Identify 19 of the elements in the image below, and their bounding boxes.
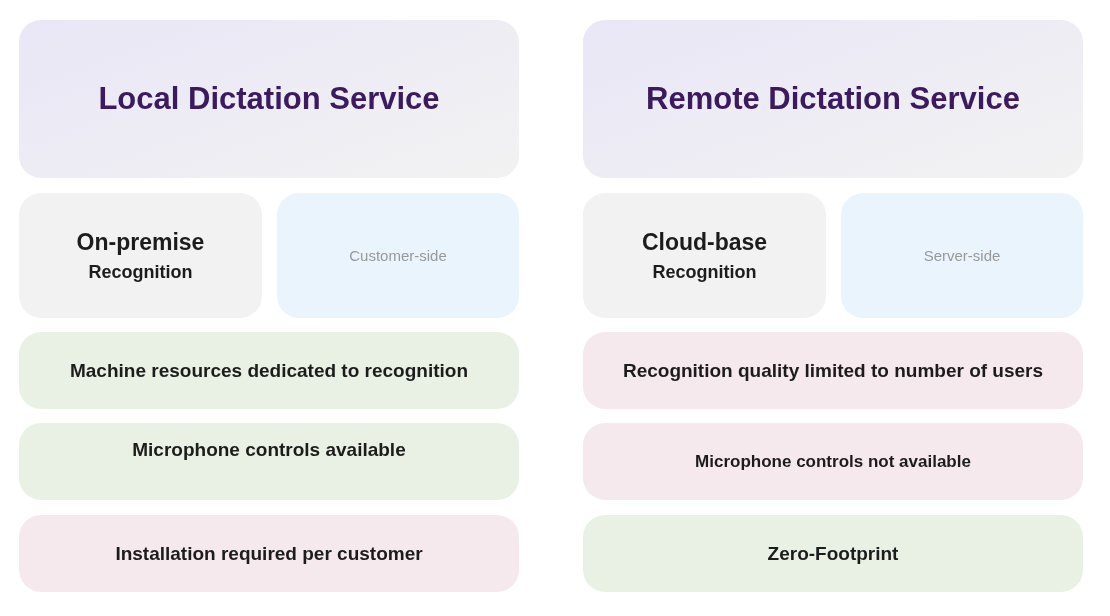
platform-text: Customer-side — [349, 247, 447, 264]
heading-card — [583, 20, 1083, 178]
feature-row — [583, 515, 1083, 592]
feature-text: Recognition — [652, 261, 757, 283]
feature-text: Zero-Footprint — [767, 542, 899, 565]
feature-text: Machine resources dedicated to recognition — [69, 359, 468, 382]
feature-text: Recognition quality limited to number of users — [622, 359, 1044, 382]
feature-row — [19, 332, 519, 409]
heading-text: Remote Dictation Service — [646, 81, 1020, 117]
feature-row — [19, 423, 519, 500]
feature-text: Recognition — [88, 261, 193, 283]
feature-text: Cloud-base — [641, 228, 768, 256]
feature-text: Installation required per customer — [115, 542, 423, 565]
feature-text: Microphone controls available — [132, 439, 406, 461]
platform-text: Server-side — [923, 247, 1001, 264]
heading-text: Local Dictation Service — [98, 81, 440, 117]
feature-text: Microphone controls not available — [695, 451, 971, 472]
heading-card — [19, 20, 519, 178]
feature-text: On-premise — [76, 228, 205, 256]
